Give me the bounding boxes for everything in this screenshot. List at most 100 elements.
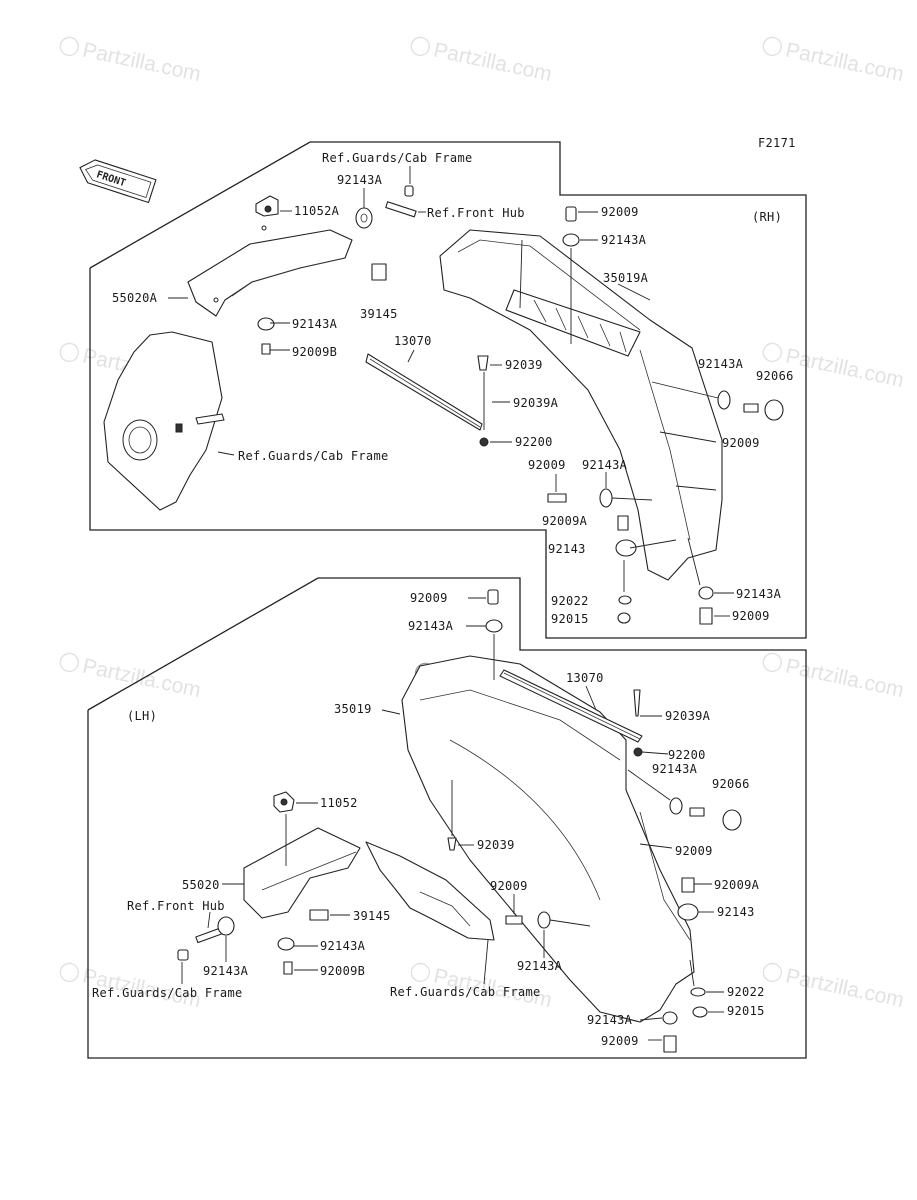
svg-text:Partzilla.com: Partzilla.com bbox=[81, 655, 203, 702]
lh-nut-92015 bbox=[692, 1006, 708, 1018]
rh-leader-lines bbox=[168, 166, 734, 617]
rh-label-92143A-e: 92143A bbox=[582, 458, 628, 472]
lh-label-92009B: 92009B bbox=[320, 964, 365, 978]
rh-bolt-ref-guards bbox=[404, 185, 414, 197]
lh-label-13070: 13070 bbox=[566, 671, 604, 685]
svg-text:Partzilla.com: Partzilla.com bbox=[784, 39, 906, 86]
rh-fender-vent bbox=[505, 289, 641, 357]
lh-label-92143A-d: 92143A bbox=[203, 964, 249, 978]
rh-frame bbox=[89, 141, 807, 639]
rh-grommet-92143A-lower bbox=[599, 488, 613, 508]
watermark-ll: Partzilla.com bbox=[59, 652, 203, 702]
lh-section: (LH) bbox=[87, 577, 807, 1059]
lh-washer-92022 bbox=[690, 987, 706, 997]
rh-grommet-92143A-mid bbox=[257, 317, 275, 331]
lh-label-92015: 92015 bbox=[727, 1004, 765, 1018]
lh-label-ref-front-hub: Ref.Front Hub bbox=[127, 899, 225, 913]
rh-label-92009A: 92009A bbox=[542, 514, 588, 528]
lh-label-92143A-e: 92143A bbox=[517, 959, 563, 973]
lh-label-92143A-c: 92143A bbox=[320, 939, 366, 953]
rh-label-92009-b: 92009 bbox=[722, 436, 760, 450]
rh-bolt-92009-top bbox=[565, 206, 577, 222]
rh-label-92200: 92200 bbox=[515, 435, 553, 449]
lh-grommet-92143 bbox=[677, 903, 699, 921]
svg-text:Partzilla.com: Partzilla.com bbox=[81, 39, 203, 86]
lh-label-39145: 39145 bbox=[353, 909, 391, 923]
rh-label-92143A-f: 92143A bbox=[736, 587, 782, 601]
rh-label-92009-c: 92009 bbox=[528, 458, 566, 472]
rh-rivet-92039 bbox=[477, 355, 489, 371]
watermark-lr: Partzilla.com bbox=[762, 652, 906, 702]
lh-bolt-ref-guards bbox=[177, 949, 189, 961]
lh-cap-92066 bbox=[722, 809, 742, 831]
rh-label-92143: 92143 bbox=[548, 542, 586, 556]
lh-label-92009-b: 92009 bbox=[675, 844, 713, 858]
lh-label-92009-c: 92009 bbox=[490, 879, 528, 893]
lh-label-92200: 92200 bbox=[668, 748, 706, 762]
lh-label-92066: 92066 bbox=[712, 777, 750, 791]
lh-grommet-92143A-side bbox=[669, 797, 683, 815]
lh-upper-cover-55020 bbox=[243, 827, 361, 919]
lh-bolt-92009-top bbox=[487, 589, 499, 605]
rh-bolt-92009-bottom bbox=[699, 607, 713, 625]
rh-label-ref-front-hub: Ref.Front Hub bbox=[427, 206, 525, 220]
rh-label-35019A: 35019A bbox=[603, 271, 649, 285]
lh-label-92009-a: 92009 bbox=[410, 591, 448, 605]
rh-label-39145: 39145 bbox=[360, 307, 398, 321]
rh-washer-92022 bbox=[618, 595, 632, 605]
lh-label-92039A: 92039A bbox=[665, 709, 711, 723]
lh-label-92143A-b: 92143A bbox=[652, 762, 698, 776]
rh-label-55020A: 55020A bbox=[112, 291, 158, 305]
rh-bolt-92009-lower bbox=[547, 493, 567, 503]
lh-rivet-92039A bbox=[633, 689, 641, 717]
lh-label-92143: 92143 bbox=[717, 905, 755, 919]
rh-label-92009-a: 92009 bbox=[601, 205, 639, 219]
rh-grommet-92143A-bottom bbox=[698, 586, 714, 600]
watermark-br: Partzilla.com bbox=[762, 962, 906, 1012]
rh-clip-39145 bbox=[371, 263, 387, 281]
lh-grommet-92143A-top bbox=[485, 619, 503, 633]
rh-label-92015: 92015 bbox=[551, 612, 589, 626]
lh-grommet-92143A-mid bbox=[537, 911, 551, 929]
lh-nut-92200 bbox=[633, 747, 643, 757]
rh-section-label: (RH) bbox=[752, 210, 782, 224]
rh-label-92143A-c: 92143A bbox=[292, 317, 338, 331]
lh-clip-39145 bbox=[309, 909, 329, 921]
svg-text:Partzilla.com: Partzilla.com bbox=[784, 345, 906, 392]
lh-label-ref-guards-left: Ref.Guards/Cab Frame bbox=[92, 986, 243, 1000]
rh-label-ref-guards-mid: Ref.Guards/Cab Frame bbox=[238, 449, 389, 463]
lh-section-label: (LH) bbox=[127, 709, 157, 723]
rh-label-92009-d: 92009 bbox=[732, 609, 770, 623]
lh-grommet-92143A-cover bbox=[277, 937, 295, 951]
lh-bolt-92009-mid bbox=[505, 915, 523, 925]
lh-label-92009A: 92009A bbox=[714, 878, 760, 892]
watermark-mr: Partzilla.com bbox=[762, 342, 906, 392]
rh-pin-front-hub bbox=[385, 201, 417, 218]
lh-label-11052: 11052 bbox=[320, 796, 358, 810]
front-arrow-icon: FRONT bbox=[79, 159, 157, 204]
rh-label-92039A: 92039A bbox=[513, 396, 559, 410]
rh-label-92039: 92039 bbox=[505, 358, 543, 372]
rh-bolt-92009B bbox=[261, 343, 271, 355]
figure-code: F2171 bbox=[758, 136, 796, 150]
watermark-tl: Partzilla.com bbox=[59, 36, 203, 86]
lh-label-92039: 92039 bbox=[477, 838, 515, 852]
rh-section: (RH) bbox=[89, 141, 807, 639]
rh-nut-92200 bbox=[479, 437, 489, 447]
rh-lower-shield bbox=[103, 331, 223, 511]
rh-grommet-92143 bbox=[615, 539, 637, 557]
lh-leader-lines bbox=[181, 597, 724, 1041]
rh-label-92022: 92022 bbox=[551, 594, 589, 608]
watermark-tr: Partzilla.com bbox=[762, 36, 906, 86]
lh-label-35019: 35019 bbox=[334, 702, 372, 716]
svg-text:Partzilla.com: Partzilla.com bbox=[432, 39, 554, 86]
rh-grommet-92143A-side bbox=[717, 390, 731, 410]
lh-label-92143A-a: 92143A bbox=[408, 619, 454, 633]
rh-fender-35019A bbox=[439, 229, 723, 581]
rh-label-ref-guards-top: Ref.Guards/Cab Frame bbox=[322, 151, 473, 165]
svg-text:Partzilla.com: Partzilla.com bbox=[784, 965, 906, 1012]
lh-label-92009-d: 92009 bbox=[601, 1034, 639, 1048]
lh-rivet-92039 bbox=[447, 837, 457, 851]
rh-label-13070: 13070 bbox=[394, 334, 432, 348]
